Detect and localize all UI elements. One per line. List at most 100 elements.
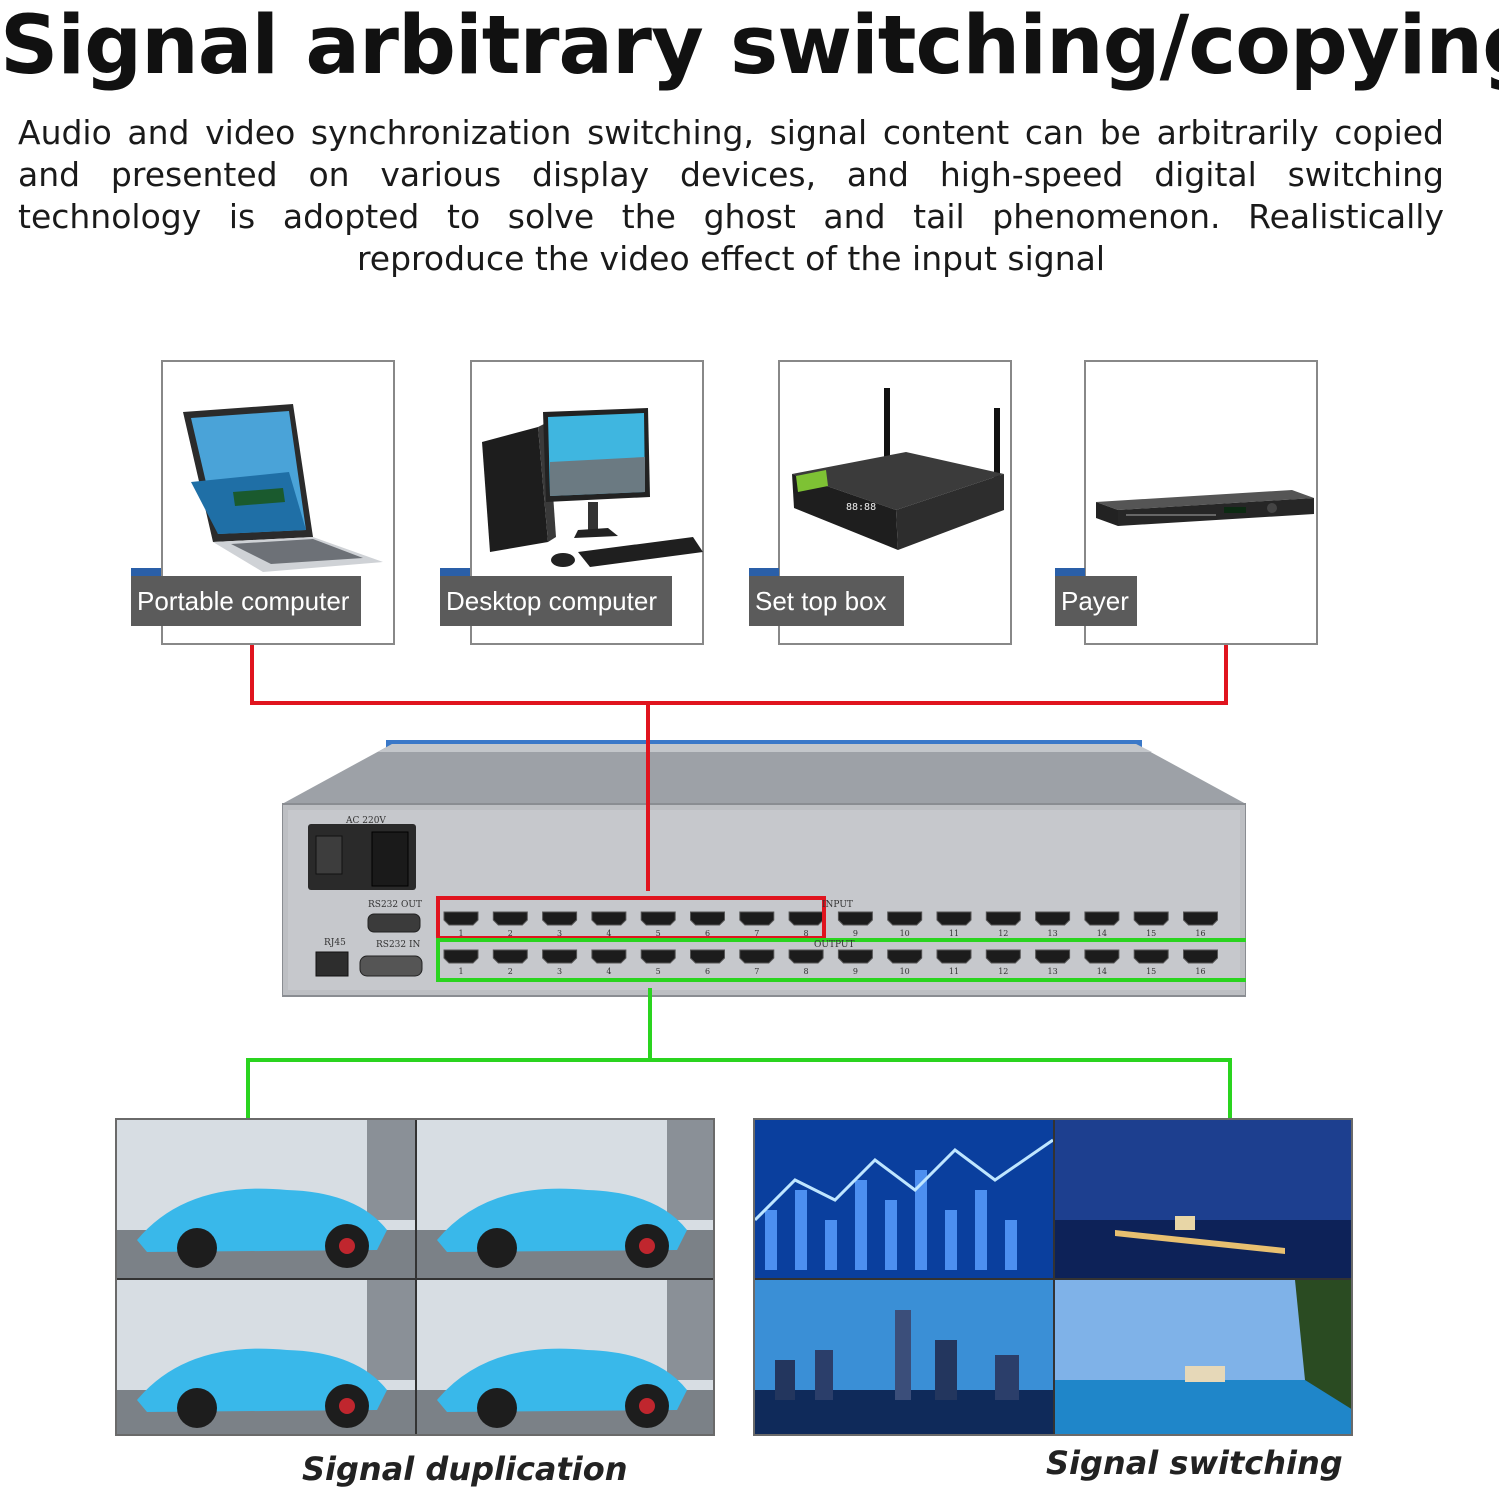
input-hdmi-port-5 [640, 911, 676, 926]
rj45-label: RJ45 [324, 938, 346, 948]
output-hdmi-port-7 [739, 949, 775, 964]
output-hdmi-port-13 [1035, 949, 1071, 964]
input-port-number: 10 [900, 929, 910, 938]
input-hdmi-port-13 [1035, 911, 1071, 926]
screen-car [117, 1120, 415, 1278]
input-port-number: 14 [1097, 929, 1107, 938]
source-card-laptop [161, 360, 395, 645]
output-port-number: 11 [949, 967, 959, 976]
screen-city-skyline [755, 1280, 1053, 1434]
output-port-number: 15 [1146, 967, 1156, 976]
output-port-number: 2 [508, 967, 513, 976]
output-label: OUTPUT [814, 940, 855, 950]
output-hdmi-port-8 [788, 949, 824, 964]
output-port-number: 1 [458, 967, 463, 976]
input-hdmi-port-2 [492, 911, 528, 926]
input-port-number: 16 [1195, 929, 1205, 938]
description: Audio and video synchronization switchin… [18, 113, 1444, 278]
output-wire-drop [246, 1058, 250, 1120]
input-wire-bus [250, 701, 1228, 705]
output-hdmi-port-4 [591, 949, 627, 964]
input-hdmi-port-12 [985, 911, 1021, 926]
output-port-number: 13 [1048, 967, 1058, 976]
output-port-number: 3 [557, 967, 562, 976]
output-port-number: 4 [606, 967, 611, 976]
input-hdmi-port-4 [591, 911, 627, 926]
source-label-desktop-computer: Desktop computer [440, 576, 672, 626]
output-port-number: 9 [853, 967, 858, 976]
input-hdmi-port-15 [1133, 911, 1169, 926]
power-label: AC 220V [346, 816, 386, 826]
caption-switching: Signal switching [1046, 1444, 1343, 1482]
output-wire-feed [648, 988, 652, 1060]
laptop-icon [183, 404, 383, 572]
output-hdmi-port-10 [887, 949, 923, 964]
screen-car [417, 1120, 713, 1278]
output-hdmi-port-9 [837, 949, 873, 964]
input-hdmi-port-11 [936, 911, 972, 926]
source-label-player: Payer [1055, 576, 1137, 626]
screen-pier-night [1055, 1120, 1351, 1278]
input-port-number: 13 [1048, 929, 1058, 938]
screen-resort-pool [1055, 1280, 1351, 1434]
output-hdmi-port-1 [443, 949, 479, 964]
switching-video-wall [753, 1118, 1353, 1436]
output-port-number: 7 [754, 967, 759, 976]
source-label-set-top-box: Set top box [749, 576, 904, 626]
output-hdmi-port-5 [640, 949, 676, 964]
screen-car [417, 1280, 713, 1434]
input-port-number: 2 [508, 929, 513, 938]
input-hdmi-port-7 [739, 911, 775, 926]
rs232-in-label: RS232 IN [376, 940, 421, 950]
output-hdmi-port-16 [1183, 949, 1218, 964]
input-hdmi-port-9 [837, 911, 873, 926]
input-port-number: 4 [606, 929, 611, 938]
input-hdmi-port-10 [887, 911, 923, 926]
output-hdmi-port-6 [690, 949, 725, 964]
output-hdmi-port-12 [985, 949, 1021, 964]
label-accent [131, 568, 161, 576]
desktop-pc-icon [482, 408, 703, 567]
input-wire-drop [250, 645, 254, 705]
input-port-number: 11 [949, 929, 959, 938]
input-port-number: 7 [754, 929, 759, 938]
input-port-number: 12 [998, 929, 1008, 938]
input-port-number: 15 [1146, 929, 1156, 938]
output-port-number: 14 [1097, 967, 1107, 976]
page-title: Signal arbitrary switching/copying [0, 0, 1499, 93]
output-hdmi-port-15 [1133, 949, 1169, 964]
input-label: INPUT [822, 900, 853, 910]
input-hdmi-port-14 [1084, 911, 1120, 926]
duplication-video-wall [115, 1118, 715, 1436]
input-port-number: 8 [804, 929, 809, 938]
label-accent [1055, 568, 1085, 576]
input-port-number: 1 [458, 929, 463, 938]
input-wire-drop [1224, 645, 1228, 705]
input-hdmi-port-1 [443, 911, 479, 926]
rs232-out-label: RS232 OUT [368, 900, 422, 910]
screen-financial-chart [755, 1120, 1053, 1278]
output-hdmi-port-3 [542, 949, 578, 964]
screen-car [117, 1280, 415, 1434]
output-port-number: 6 [705, 967, 710, 976]
svg-text:88:88: 88:88 [846, 502, 876, 513]
input-hdmi-port-6 [690, 911, 725, 926]
output-wire-drop [1228, 1058, 1232, 1120]
output-wire-bus [246, 1058, 1232, 1062]
input-hdmi-port-3 [542, 911, 578, 926]
input-port-number: 9 [853, 929, 858, 938]
output-port-number: 16 [1195, 967, 1205, 976]
label-accent [749, 568, 779, 576]
output-port-number: 5 [656, 967, 661, 976]
input-hdmi-port-8 [788, 911, 824, 926]
output-hdmi-port-2 [492, 949, 528, 964]
disc-player-icon [1096, 490, 1314, 526]
label-accent [440, 568, 470, 576]
output-port-number: 8 [804, 967, 809, 976]
output-hdmi-port-11 [936, 949, 972, 964]
set-top-box-icon: 88:88 [792, 388, 1004, 550]
caption-duplication: Signal duplication [302, 1450, 628, 1488]
